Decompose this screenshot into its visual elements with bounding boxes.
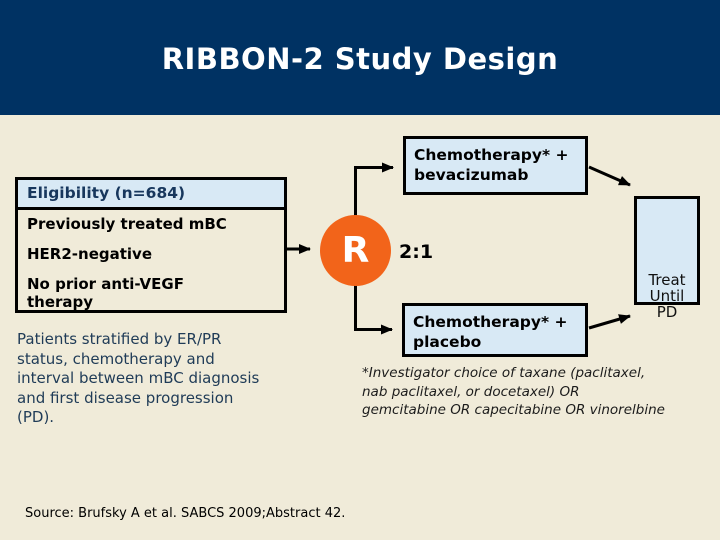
title-band	[0, 0, 720, 115]
eligibility-body: Previously treated mBC HER2-negative No …	[18, 210, 284, 311]
arrow-top-arm-to-treat	[588, 165, 631, 187]
treat-until-pd-label: Treat Until PD	[648, 271, 686, 321]
source-citation: Source: Brufsky A et al. SABCS 2009;Abst…	[25, 506, 346, 521]
arm-box-placebo: Chemotherapy* + placebo	[402, 303, 588, 357]
chemotherapy-footnote: *Investigator choice of taxane (paclitax…	[362, 365, 665, 418]
arrow-bottom-arm-to-treat	[588, 314, 631, 330]
randomization-node: R	[320, 215, 391, 286]
slide-title: RIBBON-2 Study Design	[161, 42, 559, 76]
treat-until-pd-box: Treat Until PD	[634, 196, 700, 320]
arrow-randomization-to-bottom-arm	[354, 285, 393, 335]
eligibility-item-prev-treated: Previously treated mBC	[27, 215, 227, 233]
randomization-ratio: 2:1	[399, 241, 434, 263]
arrow-randomization-to-top-arm	[354, 162, 394, 216]
eligibility-header: Eligibility (n=684)	[18, 180, 284, 210]
eligibility-item-no-anti-vegf: No prior anti-VEGF therapy	[27, 275, 184, 311]
arm-box-bevacizumab: Chemotherapy* + bevacizumab	[403, 136, 588, 195]
eligibility-box: Eligibility (n=684) Previously treated m…	[15, 177, 287, 313]
eligibility-item-her2-negative: HER2-negative	[27, 245, 152, 263]
stratification-note: Patients stratified by ER/PR status, che…	[17, 330, 260, 426]
